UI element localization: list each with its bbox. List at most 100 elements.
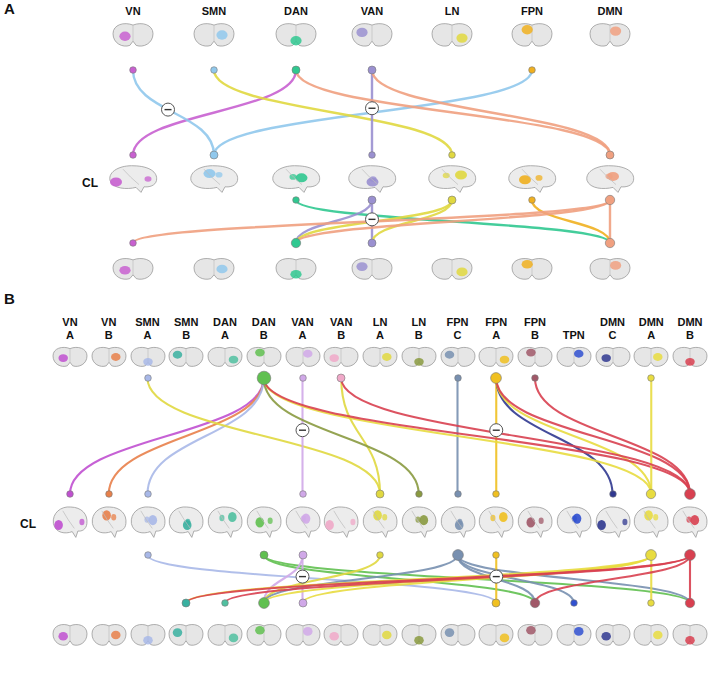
network-label: DMN A	[639, 316, 664, 342]
network-node: VAN A	[286, 314, 320, 378]
network-label: FPN	[521, 5, 543, 18]
caption: SMN B	[169, 314, 203, 342]
node-dot	[182, 599, 190, 607]
network-label: SMN	[202, 5, 226, 18]
icon	[441, 603, 475, 649]
vermis-line	[108, 349, 109, 363]
icon	[286, 603, 320, 649]
network-node	[633, 494, 669, 555]
network-patch	[111, 514, 116, 520]
node-dot	[449, 152, 456, 159]
brain-icon	[480, 507, 514, 537]
icon	[131, 603, 165, 649]
network-patch	[526, 626, 536, 635]
vermis-line	[651, 626, 652, 641]
icon	[512, 243, 552, 283]
network-node: FPN B	[518, 314, 552, 378]
cerebellum-icon	[673, 347, 707, 366]
network-node	[286, 603, 320, 649]
network-patch	[414, 358, 424, 366]
vermis-line	[610, 260, 611, 275]
cerebellum-icon	[113, 24, 153, 46]
network-node	[246, 494, 282, 555]
sulcus-line	[528, 511, 540, 529]
sulcus-line	[412, 511, 424, 529]
sulcus-line	[179, 511, 191, 529]
vermis-line	[610, 25, 611, 41]
panel-label: A	[4, 0, 15, 17]
connector	[296, 200, 452, 243]
network-label: VN B	[101, 316, 116, 342]
node-dot	[299, 491, 306, 498]
cerebellum-icon	[634, 347, 668, 366]
network-node	[427, 155, 477, 200]
node-dot	[648, 375, 655, 382]
cerebellum-icon	[402, 625, 436, 646]
icon	[402, 603, 436, 649]
network-node: DAN B	[247, 314, 281, 378]
network-label: VAN A	[291, 316, 313, 342]
icon	[247, 603, 281, 649]
vermis-line	[341, 626, 342, 641]
network-label: VN A	[62, 316, 77, 342]
brain-icon	[110, 166, 157, 193]
network-patch	[444, 351, 454, 359]
network-node: DMN C	[596, 314, 630, 378]
sulcus-line	[257, 511, 269, 529]
connector	[133, 70, 296, 155]
inhibition-circle	[296, 570, 309, 583]
icon	[53, 603, 87, 649]
network-node	[441, 603, 475, 649]
network-node	[634, 603, 668, 649]
vermis-line	[372, 25, 373, 41]
network-node: VAN	[352, 4, 392, 70]
network-node	[556, 494, 592, 555]
connector	[535, 378, 690, 494]
node-dot	[130, 240, 137, 247]
connector	[264, 378, 690, 494]
minus-bar	[165, 109, 172, 110]
icon	[352, 243, 392, 283]
icon	[207, 494, 243, 555]
inhibition-symbol	[366, 102, 379, 115]
network-label: DMN	[597, 5, 622, 18]
cerebellum-icon	[208, 625, 242, 646]
vermis-line	[573, 349, 574, 363]
cerebellum-icon	[276, 24, 316, 46]
cerebellum-icon	[286, 347, 320, 366]
panel-label: B	[4, 290, 15, 307]
network-patch	[58, 632, 68, 641]
network-node	[432, 243, 472, 283]
network-node: DMN B	[673, 314, 707, 378]
network-patch	[370, 176, 377, 182]
minus-bar	[299, 430, 306, 431]
caption: FPN B	[518, 314, 552, 342]
network-patch	[685, 636, 695, 645]
cerebellum-icon	[169, 625, 203, 646]
connector	[296, 200, 610, 243]
network-patch	[526, 517, 535, 527]
icon	[557, 603, 591, 649]
icon	[168, 494, 204, 555]
icon	[507, 155, 557, 200]
caption: VAN	[352, 4, 392, 18]
node-dot	[222, 600, 229, 607]
network-label: SMN A	[135, 316, 159, 342]
network-node	[517, 494, 553, 555]
caption: DMN B	[673, 314, 707, 342]
cerebellum-icon	[518, 625, 552, 646]
network-node	[363, 603, 397, 649]
node-dot	[570, 600, 577, 607]
network-patch	[526, 349, 536, 357]
brain-icon	[557, 507, 591, 537]
caption: DAN A	[208, 314, 242, 342]
network-patch	[119, 266, 130, 275]
network-patch	[419, 515, 428, 525]
node-dot	[415, 491, 422, 498]
vermis-line	[612, 349, 613, 363]
vermis-line	[612, 626, 613, 641]
sulcus-line	[605, 511, 617, 529]
network-patch	[255, 349, 265, 357]
network-patch	[145, 176, 152, 182]
